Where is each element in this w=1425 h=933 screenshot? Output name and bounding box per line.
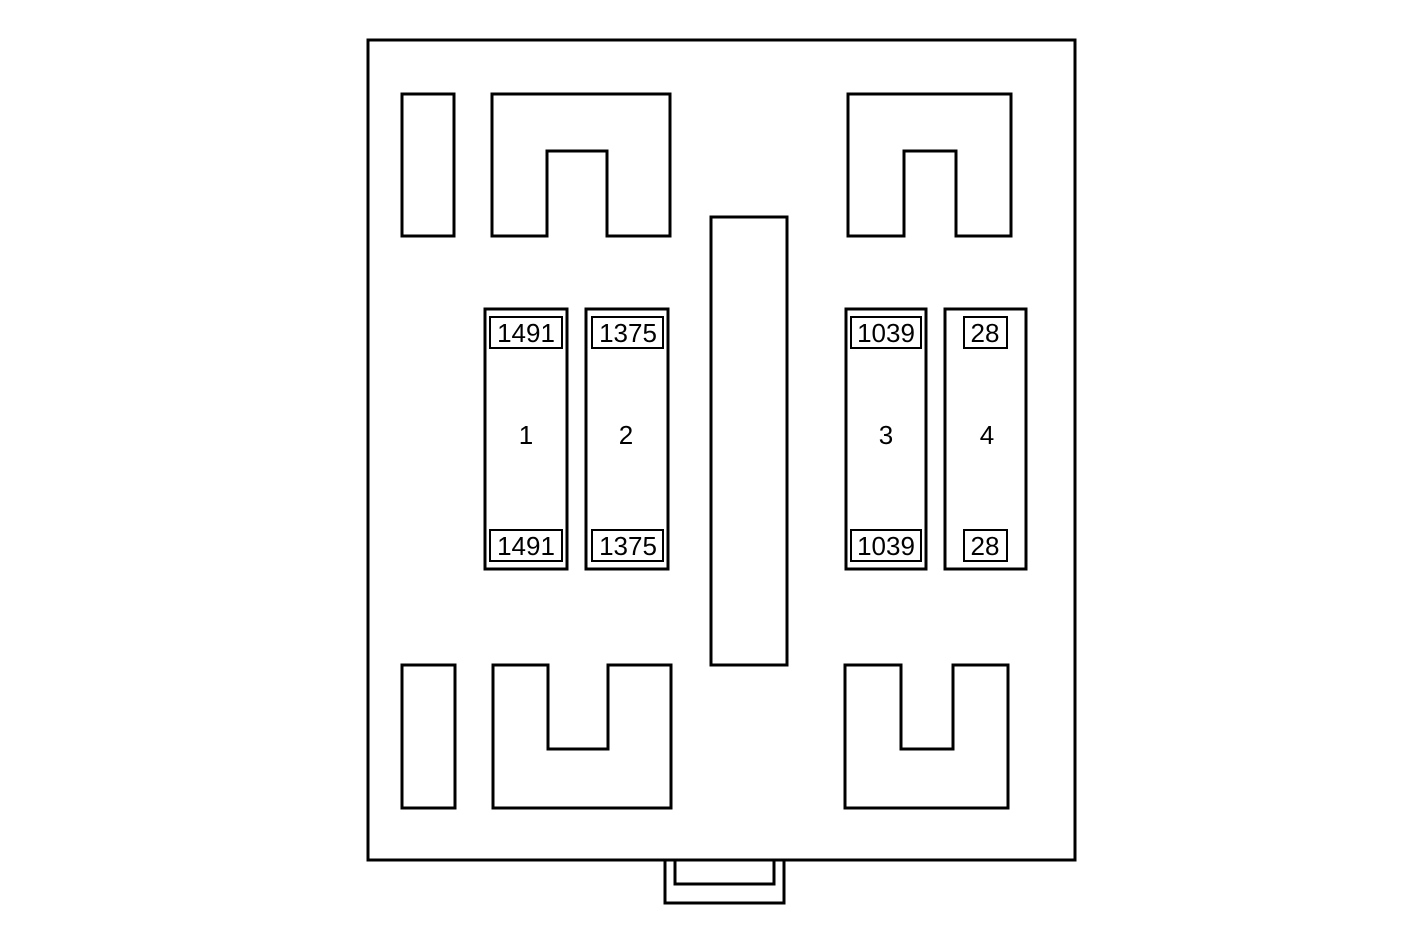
relay-3-top-terminal: 1039 (857, 318, 915, 348)
relay-3-bottom-terminal: 1039 (857, 531, 915, 561)
relay-2-body (584, 307, 670, 571)
block-housing (366, 38, 1077, 862)
relay-4-bottom-terminal: 28 (971, 531, 1000, 561)
relay-3: 1039 3 1039 (844, 307, 928, 571)
slot-bottom-left (400, 663, 457, 810)
relay-1-bottom-terminal-box (489, 529, 563, 562)
relay-1-bottom-terminal: 1491 (497, 531, 555, 561)
socket-bottom-left (491, 663, 673, 810)
socket-bottom-right (843, 663, 1010, 810)
socket-top-left (490, 92, 672, 238)
relay-4-position: 4 (980, 420, 994, 450)
relay-3-top-terminal-box (850, 316, 922, 349)
relay-2: 1375 2 1375 (584, 307, 670, 571)
relay-2-top-terminal: 1375 (599, 318, 657, 348)
relay-1-position: 1 (519, 420, 533, 450)
relay-1-body (483, 307, 569, 571)
latch-tab-inner (673, 860, 776, 886)
relay-4-body (943, 307, 1028, 571)
relay-2-top-terminal-box (591, 316, 664, 349)
relay-3-body (844, 307, 928, 571)
relay-2-bottom-terminal-box (591, 529, 664, 562)
relay-4-top-terminal-box (963, 316, 1008, 349)
relay-1-top-terminal: 1491 (497, 318, 555, 348)
relay-4-top-terminal: 28 (971, 318, 1000, 348)
relay-4: 28 4 28 (943, 307, 1028, 571)
socket-top-right (846, 92, 1013, 238)
slot-top-left (400, 92, 456, 238)
relay-2-bottom-terminal: 1375 (599, 531, 657, 561)
relay-3-bottom-terminal-box (850, 529, 922, 562)
relay-1: 1491 1 1491 (483, 307, 569, 571)
relay-1-top-terminal-box (489, 316, 563, 349)
relay-4-bottom-terminal-box (963, 529, 1008, 562)
relay-3-position: 3 (879, 420, 893, 450)
center-bar (709, 215, 789, 667)
relay-2-position: 2 (619, 420, 633, 450)
latch-tab (663, 860, 786, 905)
